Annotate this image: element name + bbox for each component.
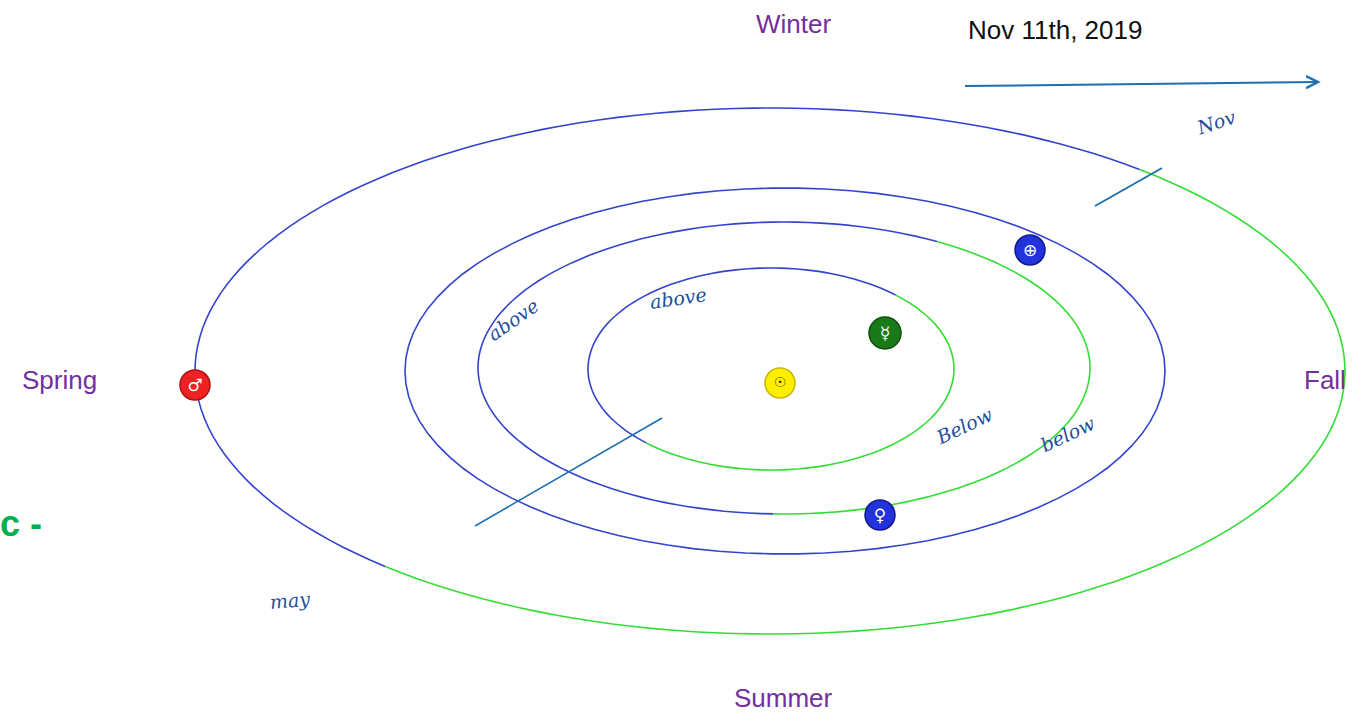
planet-symbol: ☿ [880,324,890,343]
sun [765,368,795,398]
handwritten-note: Nov [1195,107,1238,139]
orbit-arc [195,108,1140,566]
season-label: Summer [734,684,832,713]
planet-symbol: ♂ [187,376,202,395]
orbit-arc [588,268,896,443]
season-label: Spring [22,366,97,395]
venus [865,500,895,530]
handwritten-note: above [484,295,543,345]
mars [180,370,210,400]
orbit-arc [646,295,954,470]
hand-mark [1095,168,1162,206]
handwritten-note: Below [934,404,996,448]
planet-symbol: ♀ [874,506,886,525]
mercury [869,317,901,349]
orbit-arc [385,170,1345,635]
hand-mark [475,418,662,526]
season-label: Fall [1304,366,1346,395]
date-underline [965,82,1318,86]
handwritten-note: below [1038,413,1099,456]
date-label: Nov 11th, 2019 [968,16,1142,45]
orbit-arc [478,222,937,514]
planet-symbol: ⊕ [1023,241,1037,260]
season-label: Winter [756,10,831,39]
cut-off-text: c - [0,504,42,544]
earth [1015,235,1045,265]
orbit-arc [773,242,1090,514]
orbit-arc [405,188,1165,554]
handwritten-note: above [649,284,708,313]
handwritten-note: may [269,589,311,613]
planet-symbol: ☉ [774,375,787,390]
